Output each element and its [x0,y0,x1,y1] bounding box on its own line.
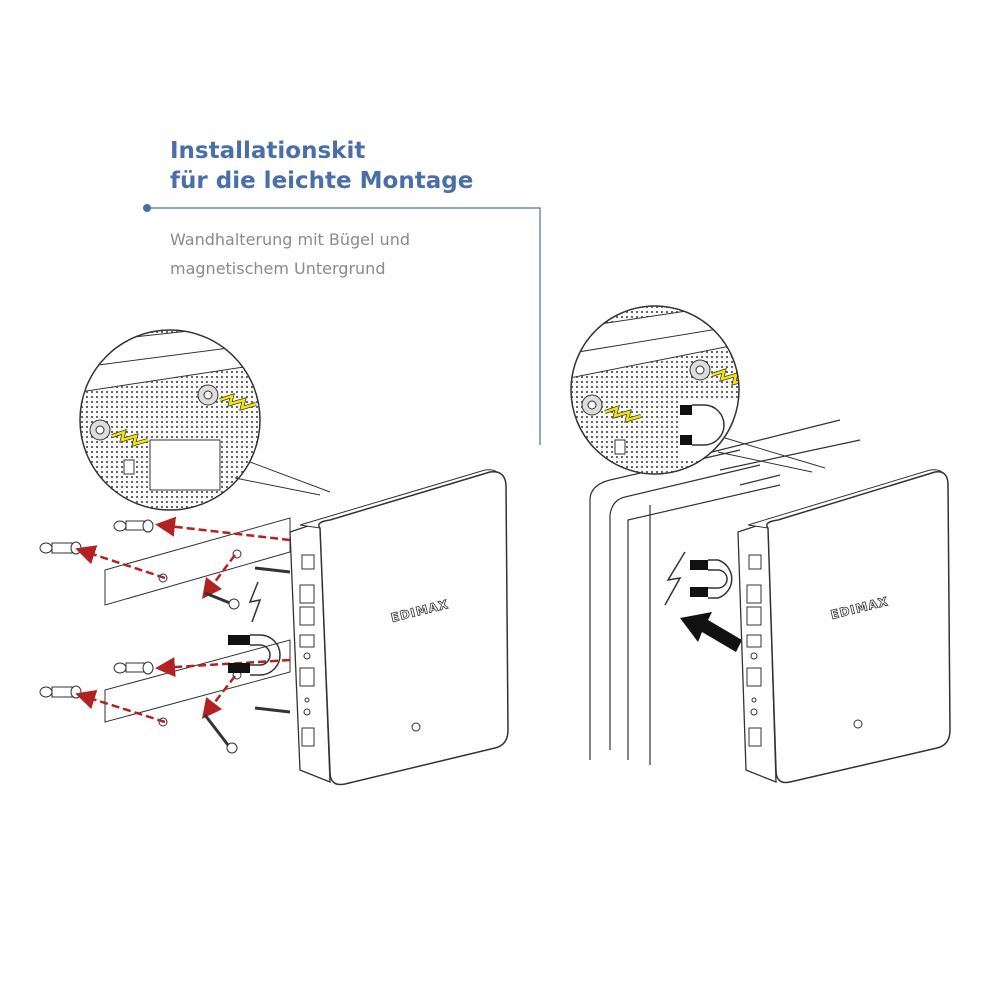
magnet-icon-right [664,551,733,606]
access-point-device-left: EDIMAX [289,469,509,786]
heading: Installationskit für die leichte Montage [170,136,473,196]
door-frame [589,419,861,765]
access-point-device-right: EDIMAX [737,469,951,784]
mounting-kit-left [39,516,291,754]
description: Wandhalterung mit Bügel und magnetischem… [170,225,410,283]
description-line-1: Wandhalterung mit Bügel und [170,230,410,249]
push-arrow-icon [680,612,742,652]
heading-line-1: Installationskit [170,138,366,164]
zoom-inset-left [79,329,331,511]
heading-line-2: für die leichte Montage [170,168,474,194]
zoom-inset-right [570,305,826,475]
magnet-icon [228,634,281,676]
description-line-2: magnetischem Untergrund [170,259,386,278]
callout-line [143,204,541,445]
